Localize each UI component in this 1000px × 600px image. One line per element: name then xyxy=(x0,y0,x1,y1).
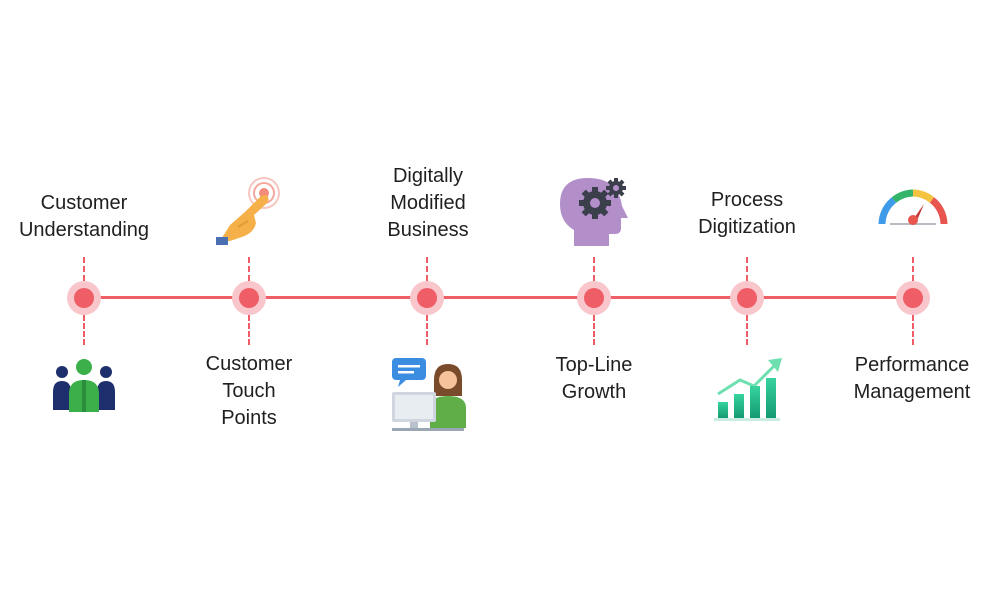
stage-label-customer-touch-points: Customer Touch Points xyxy=(159,351,339,432)
stage-label-performance-management: Performance Management xyxy=(822,352,1000,406)
stage-label-line: Growth xyxy=(561,381,627,403)
node-dot xyxy=(903,288,923,308)
stage-label-line: Digitization xyxy=(698,216,796,238)
stage-label-process-digitization: Process Digitization xyxy=(657,187,837,241)
node-dot xyxy=(239,288,259,308)
node-dot xyxy=(584,288,604,308)
connector-dash xyxy=(746,315,748,345)
node-dot xyxy=(74,288,94,308)
timeline-node-digitally-modified-business xyxy=(410,281,444,315)
stage-label-line: Understanding xyxy=(18,219,150,241)
stage-label-line: Performance xyxy=(854,354,970,376)
stage-label-line: Business xyxy=(387,219,469,241)
node-dot xyxy=(417,288,437,308)
stage-label-line: Top-Line xyxy=(555,354,633,376)
stage-label-line: Customer xyxy=(40,192,128,214)
stage-label-line: Customer xyxy=(205,353,293,375)
connector-dash xyxy=(248,257,250,281)
connector-dash xyxy=(746,257,748,281)
connector-dash xyxy=(426,257,428,281)
node-dot xyxy=(737,288,757,308)
timeline-node-customer-understanding xyxy=(67,281,101,315)
connector-dash xyxy=(593,257,595,281)
connector-dash xyxy=(912,257,914,281)
pointing-hand-icon xyxy=(216,177,280,245)
connector-dash xyxy=(593,315,595,345)
stage-label-line: Process xyxy=(710,189,784,211)
stage-label-line: Management xyxy=(853,381,971,403)
stage-label-top-line-growth: Top-Line Growth xyxy=(504,352,684,406)
stage-label-customer-understanding: Customer Understanding xyxy=(0,190,174,244)
stage-label-digitally-modified-business: Digitally Modified Business xyxy=(338,163,518,244)
stage-label-line: Digitally xyxy=(392,165,464,187)
connector-dash xyxy=(912,315,914,345)
timeline-node-top-line-growth xyxy=(577,281,611,315)
timeline-node-process-digitization xyxy=(730,281,764,315)
timeline-node-performance-management xyxy=(896,281,930,315)
stage-label-line: Points xyxy=(221,407,277,429)
connector-dash xyxy=(426,315,428,345)
timeline-line xyxy=(84,296,914,299)
stage-label-line: Modified xyxy=(390,192,466,214)
speedometer-gauge-icon xyxy=(878,189,948,225)
timeline-node-customer-touch-points xyxy=(232,281,266,315)
growth-bar-chart-icon xyxy=(714,358,782,421)
brain-gears-icon xyxy=(560,178,628,246)
woman-at-computer-icon xyxy=(392,358,466,431)
connector-dash xyxy=(83,315,85,345)
connector-dash xyxy=(248,315,250,345)
connector-dash xyxy=(83,257,85,281)
stage-label-line: Touch xyxy=(222,380,276,402)
people-group-icon xyxy=(53,359,115,412)
